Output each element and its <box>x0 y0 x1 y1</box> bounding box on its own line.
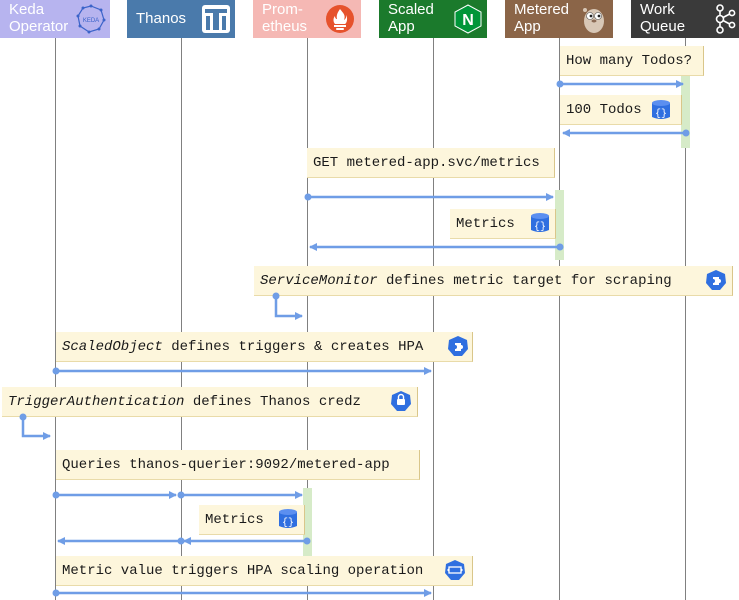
note-text: 100 Todos <box>566 102 642 118</box>
note-text: TriggerAuthentication <box>8 394 185 410</box>
json-db-icon: {} <box>279 509 297 529</box>
note-text: ScaledObject <box>62 339 163 355</box>
kafka-logo-icon <box>715 4 736 34</box>
k8s-hpa-icon <box>445 560 465 580</box>
note-hpa-scaling: Metric value triggers HPA scaling operat… <box>56 556 473 586</box>
nginx-logo-icon: N <box>454 4 482 34</box>
k8s-crd-icon <box>706 270 726 290</box>
arrow-triggerauth-to-keda <box>21 417 51 440</box>
activation-work-queue <box>681 76 690 148</box>
thanos-logo-icon <box>202 5 230 33</box>
note-text: Queries thanos-querier:9092/metered-app <box>62 457 390 473</box>
activation-prometheus <box>303 488 312 556</box>
note-text: defines triggers & creates HPA <box>162 339 424 355</box>
note-text: defines Thanos credz <box>184 394 361 410</box>
json-db-icon: {} <box>531 213 549 233</box>
lifeline-keda-operator <box>55 38 56 600</box>
note-queries-thanos: Queries thanos-querier:9092/metered-app <box>56 450 420 480</box>
k8s-crd-icon <box>448 336 468 356</box>
participant-title: Keda Operator <box>9 1 69 35</box>
participant-title: Prom- etheus <box>262 1 308 35</box>
lifeline-scaled-app <box>433 38 434 600</box>
gopher-icon <box>583 8 604 33</box>
note-scaled-object: ScaledObject defines triggers & creates … <box>56 332 473 362</box>
svg-text:{}: {} <box>282 517 294 529</box>
note-text: defines metric target for scraping <box>377 273 672 289</box>
json-db-icon: {} <box>652 100 670 120</box>
participant-title: Thanos <box>136 10 187 27</box>
note-service-monitor: ServiceMonitor defines metric target for… <box>254 266 733 296</box>
lifeline-thanos <box>181 38 182 600</box>
participant-title: Scaled App <box>388 1 434 35</box>
note-text: Metric value triggers HPA scaling operat… <box>62 563 424 579</box>
nginx-logo-label: N <box>462 12 474 29</box>
participant-thanos: Thanos <box>127 0 235 38</box>
activation-metered-app <box>555 190 564 260</box>
arrow-servicemonitor-to-prometheus <box>274 296 303 320</box>
note-text: GET metered-app.svc/metrics <box>313 155 540 171</box>
participant-prometheus: Prom- etheus <box>253 0 361 38</box>
note-text: How many Todos? <box>566 53 693 69</box>
note-text: Metrics <box>205 512 264 528</box>
lifeline-work-queue <box>685 38 686 600</box>
participant-scaled-app: Scaled App N <box>379 0 487 38</box>
lifeline-metered-app <box>559 38 560 600</box>
participant-title: Metered App <box>514 1 570 35</box>
svg-text:{}: {} <box>655 108 667 120</box>
k8s-secret-icon <box>391 391 411 411</box>
keda-logo-label: KEDA <box>83 18 99 24</box>
note-how-many-todos: How many Todos? <box>560 46 704 76</box>
participant-title: Work Queue <box>640 1 686 35</box>
note-text: Metrics <box>456 216 515 232</box>
participant-metered-app: Metered App <box>505 0 613 38</box>
note-text: ServiceMonitor <box>260 273 378 289</box>
participant-work-queue: Work Queue <box>631 0 739 38</box>
svg-text:{}: {} <box>534 221 546 233</box>
note-metrics-thanos: Metrics <box>199 505 305 535</box>
prometheus-flame-icon <box>326 5 354 33</box>
lifeline-prometheus <box>307 38 308 600</box>
note-trigger-authentication: TriggerAuthentication defines Thanos cre… <box>2 387 418 417</box>
note-get-metrics: GET metered-app.svc/metrics <box>307 148 555 178</box>
participant-keda-operator: Keda Operator KEDA <box>0 0 110 38</box>
keda-logo-icon: KEDA <box>76 4 106 34</box>
